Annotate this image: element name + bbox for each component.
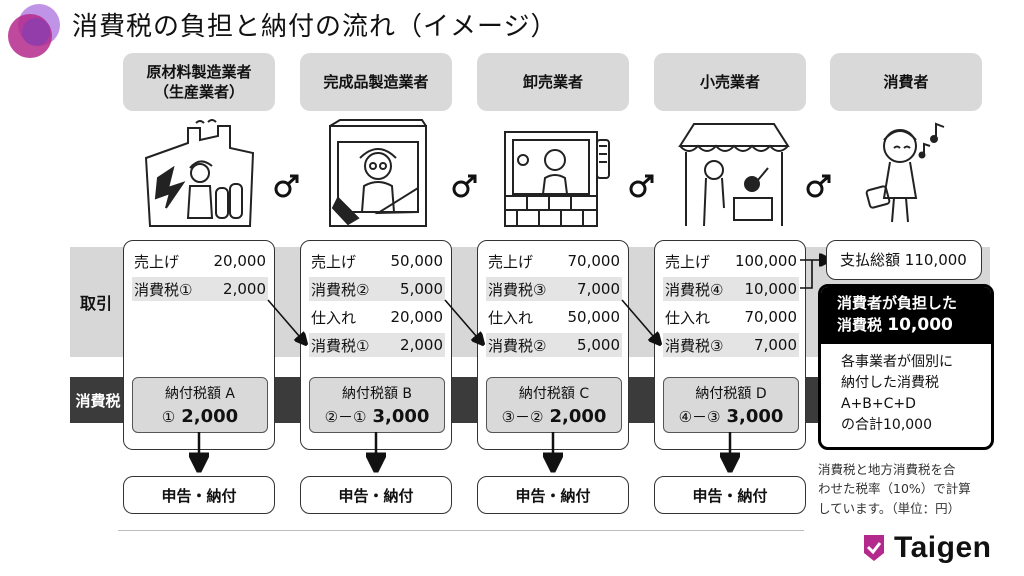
header-finished-goods-maker: 完成品製造業者 [300,53,452,111]
tax-amount: 2,000 [181,406,239,427]
tax-formula: ③－② [501,408,544,426]
header-consumer: 消費者 [830,53,982,111]
filing-box-d: 申告・納付 [654,476,806,514]
flow-arrow-icon [452,174,477,198]
filing-box-a: 申告・納付 [123,476,275,514]
tax-payment-box: 納付税額 C ③－② 2,000 [486,377,622,433]
header-wholesaler: 卸売業者 [477,53,629,111]
tax-amount: 3,000 [726,406,784,427]
tax-formula: ④－③ [678,408,721,426]
tax-row-label: 消費税 [70,377,126,423]
tax-transfer-arrow [444,299,483,344]
flow-arrow-icon [274,174,299,198]
wholesale-shop-illustration [504,131,610,227]
filing-box-c: 申告・納付 [477,476,629,514]
divider [118,530,804,531]
brand-shield-icon [864,535,884,561]
trade-row-label: 取引 [79,294,112,313]
tax-formula: ① [161,408,176,426]
tax-amount: 3,000 [372,406,430,427]
retail-store-illustration [678,123,790,227]
flow-arrow-icon [629,174,654,198]
tax-transfer-arrow [621,299,660,344]
brand-logo: Taigen [862,531,991,565]
factory-illustration [144,119,255,227]
tax-payment-box: 納付税額 B ②－① 3,000 [309,377,445,433]
consumer-payment-text: 支払総額 110,000 [840,251,967,269]
tax-payment-title: 納付税額 A [164,386,236,402]
tax-formula: ②－① [324,408,367,426]
header-raw-material-producer: 原材料製造業者 （生産業者） [123,53,275,111]
filing-box-b: 申告・納付 [300,476,452,514]
consumer-illustration [865,122,945,223]
tax-transfer-arrow [267,299,306,344]
workshop-illustration [329,119,427,227]
consumer-burden-detail: 各事業者が個別に 納付した消費税 A+B+C+D の合計10,000 [841,353,953,433]
consumer-burden-header: 消費者が負担した 消費税 10,000 [821,287,991,344]
brand-name: Taigen [894,531,992,564]
consumer-burden-box: 消費者が負担した 消費税 10,000 各事業者が個別に 納付した消費税 A+B… [818,284,994,450]
tax-payment-box: 納付税額 A ① 2,000 [132,377,268,433]
consumer-payment-box [826,240,982,280]
flow-arrow-icon [806,174,831,198]
header-retailer: 小売業者 [654,53,806,111]
tax-amount: 2,000 [549,406,607,427]
logo-blob-overlap [22,18,50,46]
tax-payment-box: 納付税額 D ④－③ 3,000 [663,377,799,433]
footnote: 消費税と地方消費税を合 わせた税率（10%）で計算 しています。（単位：円） [818,462,971,516]
tax-payment-title: 納付税額 C [518,386,590,402]
tax-payment-title: 納付税額 D [695,386,767,402]
tax-payment-title: 納付税額 B [341,386,413,402]
page-title: 消費税の負担と納付の流れ（イメージ） [72,12,558,42]
